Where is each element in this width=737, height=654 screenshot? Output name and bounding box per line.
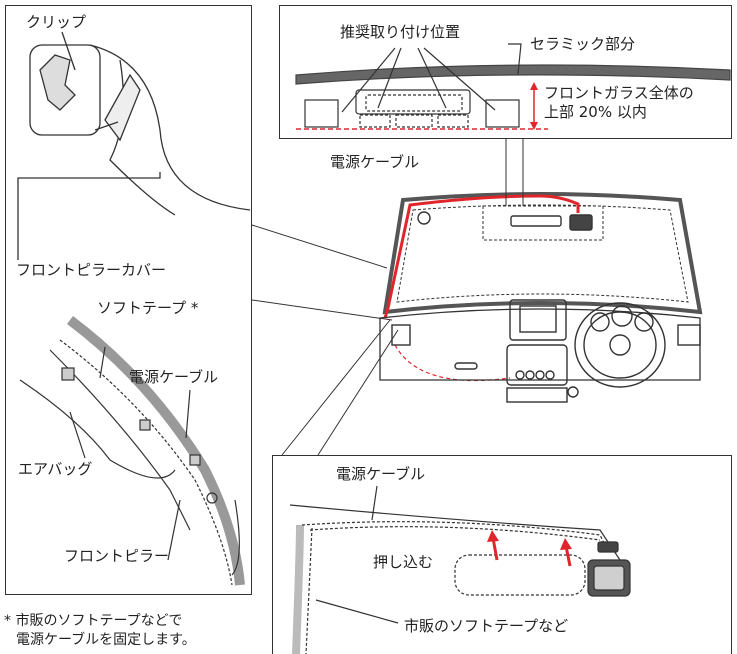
- front-pillar-label: フロントピラー: [64, 547, 170, 565]
- push-in-label: 押し込む: [373, 553, 434, 571]
- pillar-cover-illustration: [17, 31, 251, 260]
- windshield-limit-line2: 上部 20% 以内: [544, 103, 647, 121]
- bottom-power-cable-label: 電源ケーブル: [336, 465, 426, 483]
- soft-tape-label: ソフトテープ *: [97, 299, 199, 317]
- clip-label: クリップ: [26, 13, 87, 31]
- airbag-label: エアバッグ: [18, 460, 93, 478]
- commercial-soft-tape-label: 市販のソフトテープなど: [404, 617, 569, 635]
- center-power-cable-label: 電源ケーブル: [330, 153, 420, 171]
- ceramic-part-label: セラミック部分: [530, 35, 636, 53]
- footnote-line2: 電源ケーブルを固定します。: [16, 632, 196, 648]
- windshield-limit-line1: フロントガラス全体の: [544, 84, 694, 102]
- connector-lines: [251, 139, 524, 456]
- car-interior-illustration: [379, 192, 703, 403]
- recommended-position-label: 推奨取り付け位置: [340, 23, 461, 41]
- pillar-airbag-illustration: [19, 316, 245, 586]
- left-power-cable-label: 電源ケーブル: [129, 368, 219, 386]
- footnote-line1: * 市販のソフトテープなどで: [4, 613, 183, 629]
- front-pillar-cover-label: フロントピラーカバー: [16, 261, 167, 279]
- windshield-top-illustration: [295, 43, 731, 130]
- headliner-illustration: [289, 485, 631, 654]
